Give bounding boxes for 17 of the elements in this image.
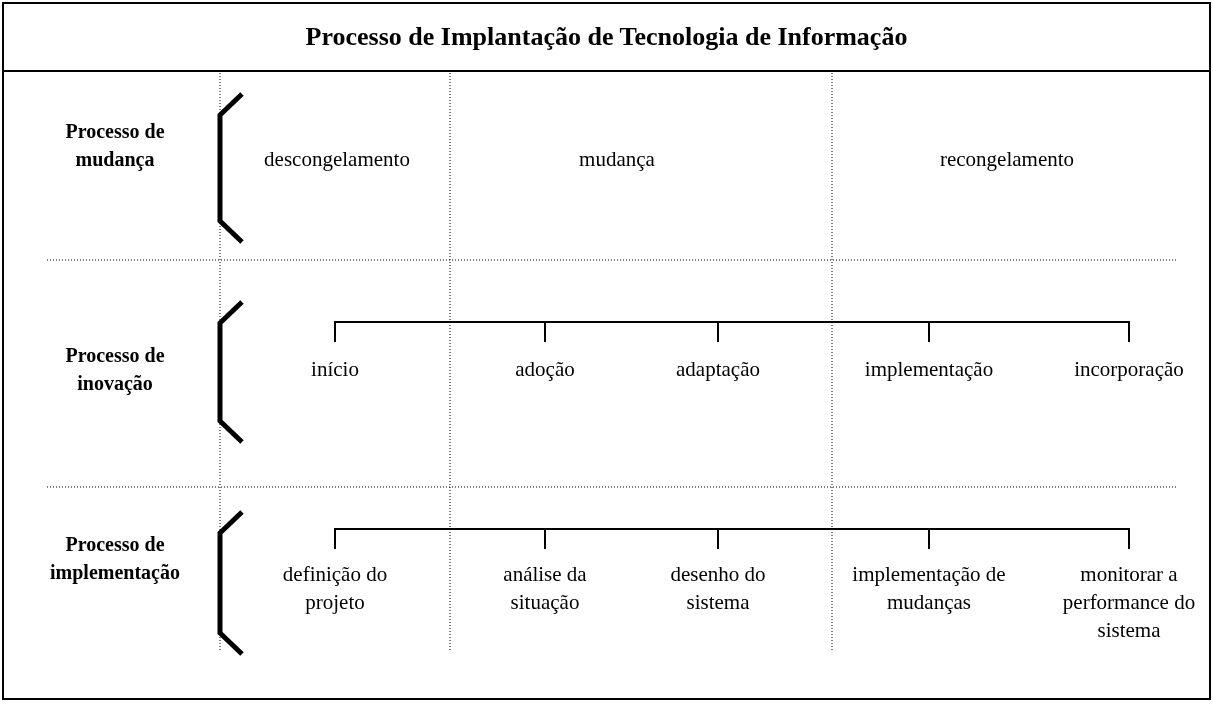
phase-label: início	[310, 356, 360, 383]
phase-label: mudança	[578, 146, 656, 173]
phase-label: definição do projeto	[281, 561, 389, 616]
phase-label: adaptação	[675, 356, 761, 383]
phase-label: recongelamento	[938, 146, 1076, 173]
phase-label: incorporação	[1073, 356, 1185, 383]
phase-label: implementação de mudanças	[851, 561, 1007, 616]
phase-label: monitorar a performance do sistema	[1061, 561, 1197, 644]
phase-label: adoção	[514, 356, 576, 383]
phase-label: descongelamento	[263, 146, 411, 173]
row-heading: Processo de implementação	[49, 532, 181, 586]
phase-label: implementação	[863, 356, 995, 383]
phase-label: análise da situação	[502, 561, 588, 616]
phase-label: desenho do sistema	[669, 561, 767, 616]
row-heading: Processo de inovação	[64, 343, 166, 397]
diagram-title: Processo de Implantação de Tecnologia de Informação	[305, 22, 908, 52]
row-heading: Processo de mudança	[64, 119, 166, 173]
